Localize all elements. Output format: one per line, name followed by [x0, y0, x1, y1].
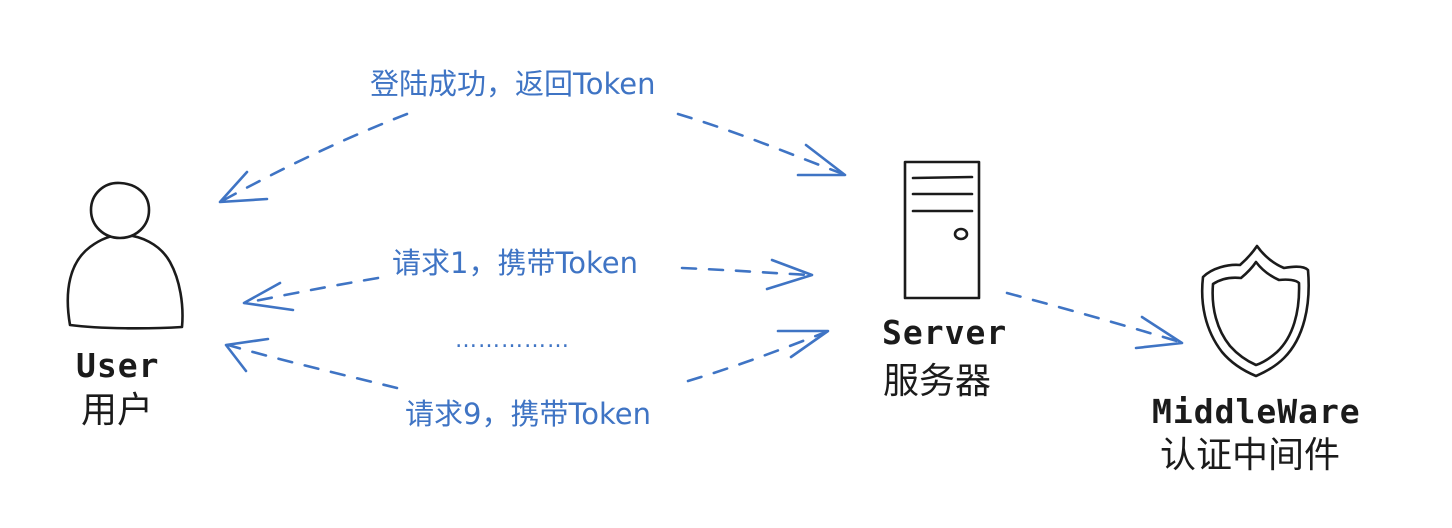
- server-name: Server: [882, 313, 1008, 352]
- edge-label-request9: 请求9，携带Token: [405, 397, 651, 431]
- arrow-server-to-middleware: [1005, 291, 1184, 350]
- arrow-request9-to-user: [224, 337, 399, 390]
- shield-icon: [1200, 244, 1310, 378]
- middleware-name: MiddleWare: [1152, 392, 1361, 431]
- edge-label-login: 登陆成功，返回Token: [370, 67, 656, 101]
- server-button: [953, 227, 969, 241]
- arrow-login-to-server: [676, 112, 847, 177]
- edge-label-ellipsis: ……………: [455, 328, 570, 353]
- server-case: [903, 160, 981, 300]
- user-body: [66, 233, 184, 330]
- user-name-cn: 用户: [81, 390, 154, 431]
- edge-label-request1: 请求1，携带Token: [392, 246, 638, 280]
- middleware-name-cn: 认证中间件: [1160, 435, 1341, 476]
- server-icon: [903, 160, 981, 300]
- user-name: User: [76, 346, 160, 385]
- arrow-request1-to-server: [680, 258, 814, 291]
- shield-outer: [1200, 244, 1310, 378]
- arrow-request9-to-server: [686, 329, 830, 383]
- user-icon: [66, 181, 184, 330]
- arrow-login-to-user: [218, 112, 409, 204]
- user-head: [89, 181, 151, 240]
- server-name-cn: 服务器: [883, 361, 992, 402]
- server-slot-1: [911, 175, 974, 180]
- arrow-request1-to-user: [242, 276, 380, 312]
- shield-inner: [1211, 260, 1301, 367]
